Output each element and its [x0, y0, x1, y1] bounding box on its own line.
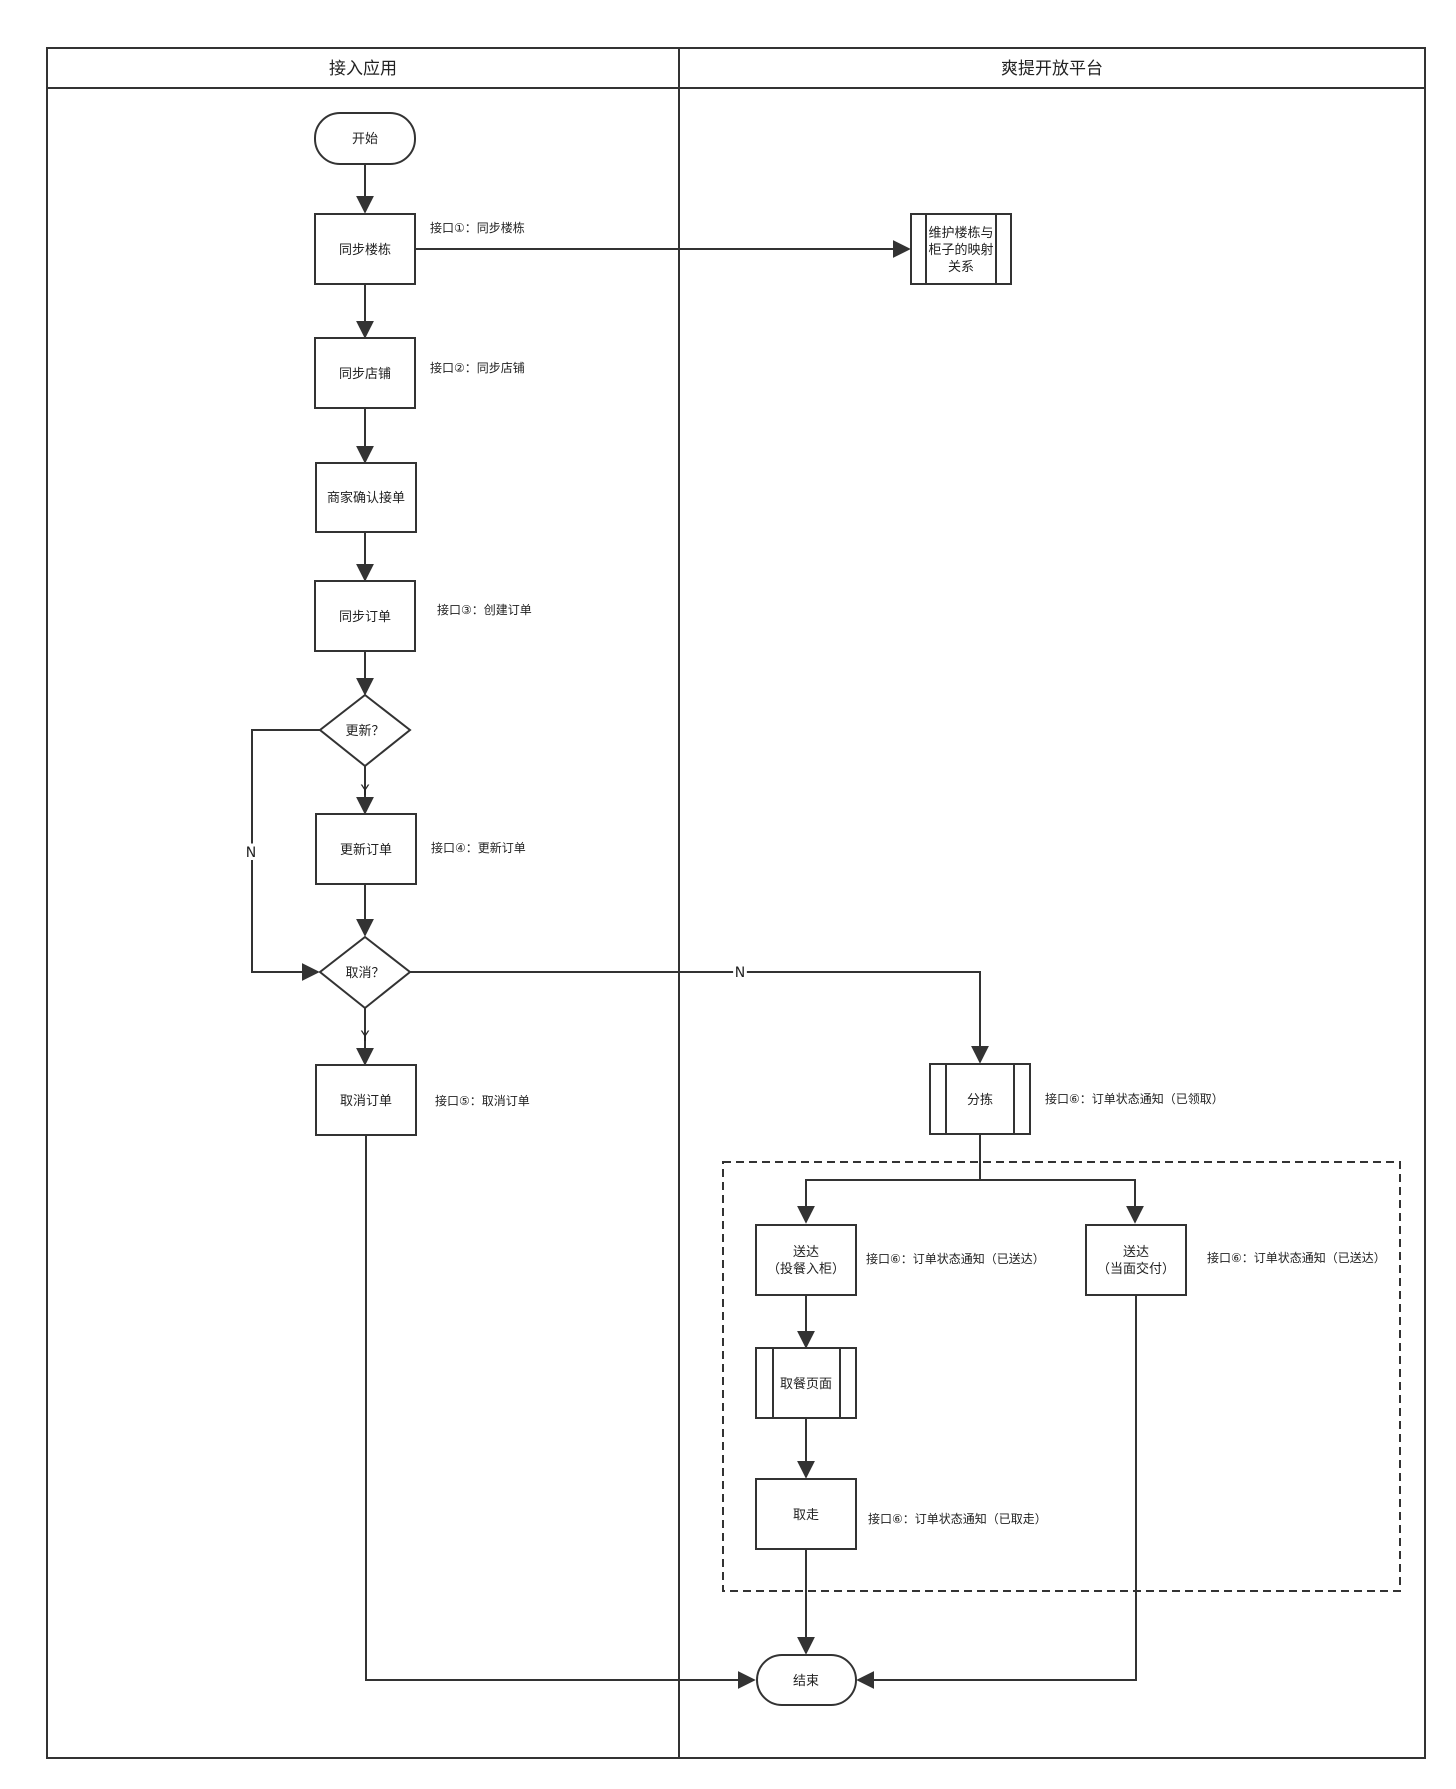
node-taken — [755, 1478, 857, 1550]
node-deliver-locker-label-2: （投餐入柜） — [767, 1261, 845, 1277]
node-update-order — [315, 813, 417, 885]
edge-label-cancel-yes: Y — [360, 1029, 370, 1045]
api2-label: 接口②：同步店铺 — [430, 360, 525, 375]
node-sort-label: 分拣 — [967, 1093, 993, 1108]
node-merchant-confirm — [315, 462, 417, 533]
api5-label: 接口⑤：取消订单 — [435, 1093, 530, 1108]
api6-delivered-face-label: 接口⑥：订单状态通知（已送达） — [1207, 1250, 1386, 1265]
node-deliver-face-label-1: 送达 — [1123, 1245, 1149, 1260]
node-update-q-label: 更新？ — [345, 723, 384, 739]
lane-title-right: 爽提开放平台 — [1001, 59, 1103, 79]
node-maintain-map-label-3: 关系 — [948, 260, 974, 275]
swimlane-frame — [46, 47, 1426, 1759]
node-update-q — [318, 693, 412, 768]
edge-update-q-cancel-q-no — [251, 729, 320, 981]
node-start-label: 开始 — [352, 132, 378, 147]
node-update-order-label: 更新订单 — [340, 842, 392, 858]
lane-title-left: 接入应用 — [329, 59, 397, 79]
edge-label-update-no: N — [246, 845, 256, 861]
api4-label: 接口④：更新订单 — [431, 840, 526, 855]
api6-picked-label: 接口⑥：订单状态通知（已领取） — [1045, 1091, 1224, 1106]
node-maintain-map — [910, 213, 1012, 285]
node-maintain-map-label-1: 维护楼栋与 — [928, 225, 993, 241]
edge-cancel-order-end — [365, 1135, 756, 1689]
api6-taken-label: 接口⑥：订单状态通知（已取走） — [868, 1511, 1047, 1526]
node-start — [314, 112, 416, 165]
node-cancel-order — [315, 1064, 417, 1136]
node-end-label: 结束 — [793, 1674, 819, 1689]
node-deliver-face — [1085, 1224, 1187, 1296]
node-cancel-q-label: 取消？ — [345, 966, 384, 981]
edge-split-deliver-locker — [797, 1179, 980, 1224]
node-merchant-confirm-label: 商家确认接单 — [327, 490, 405, 506]
node-sync-building-label: 同步楼栋 — [339, 242, 391, 258]
node-deliver-locker-label-1: 送达 — [793, 1245, 819, 1260]
api6-delivered-locker-label: 接口⑥：订单状态通知（已送达） — [866, 1251, 1045, 1266]
delivery-group — [722, 1161, 1401, 1592]
node-cancel-order-label: 取消订单 — [340, 1094, 392, 1109]
edge-split-deliver-face — [980, 1179, 1144, 1224]
node-cancel-q — [318, 935, 412, 1010]
node-sync-store — [314, 337, 416, 409]
api1-label: 接口①：同步楼栋 — [430, 220, 525, 235]
api3-label: 接口③：创建订单 — [437, 602, 532, 617]
edge-label-update-yes: Y — [360, 783, 370, 799]
node-taken-label: 取走 — [793, 1508, 819, 1523]
node-pickup-page-label: 取餐页面 — [780, 1376, 832, 1392]
edge-deliver-face-end — [856, 1296, 1137, 1689]
node-sync-order — [314, 580, 416, 652]
node-deliver-locker — [755, 1224, 857, 1296]
node-sync-order-label: 同步订单 — [339, 610, 391, 625]
node-deliver-face-label-2: （当面交付） — [1097, 1261, 1175, 1277]
edge-label-cancel-no: N — [735, 965, 745, 981]
edge-cancel-q-sort-no — [410, 971, 989, 1064]
node-sync-building — [314, 213, 416, 285]
node-maintain-map-label-2: 柜子的映射 — [928, 242, 993, 258]
node-sync-store-label: 同步店铺 — [339, 367, 391, 382]
node-end — [756, 1654, 857, 1706]
